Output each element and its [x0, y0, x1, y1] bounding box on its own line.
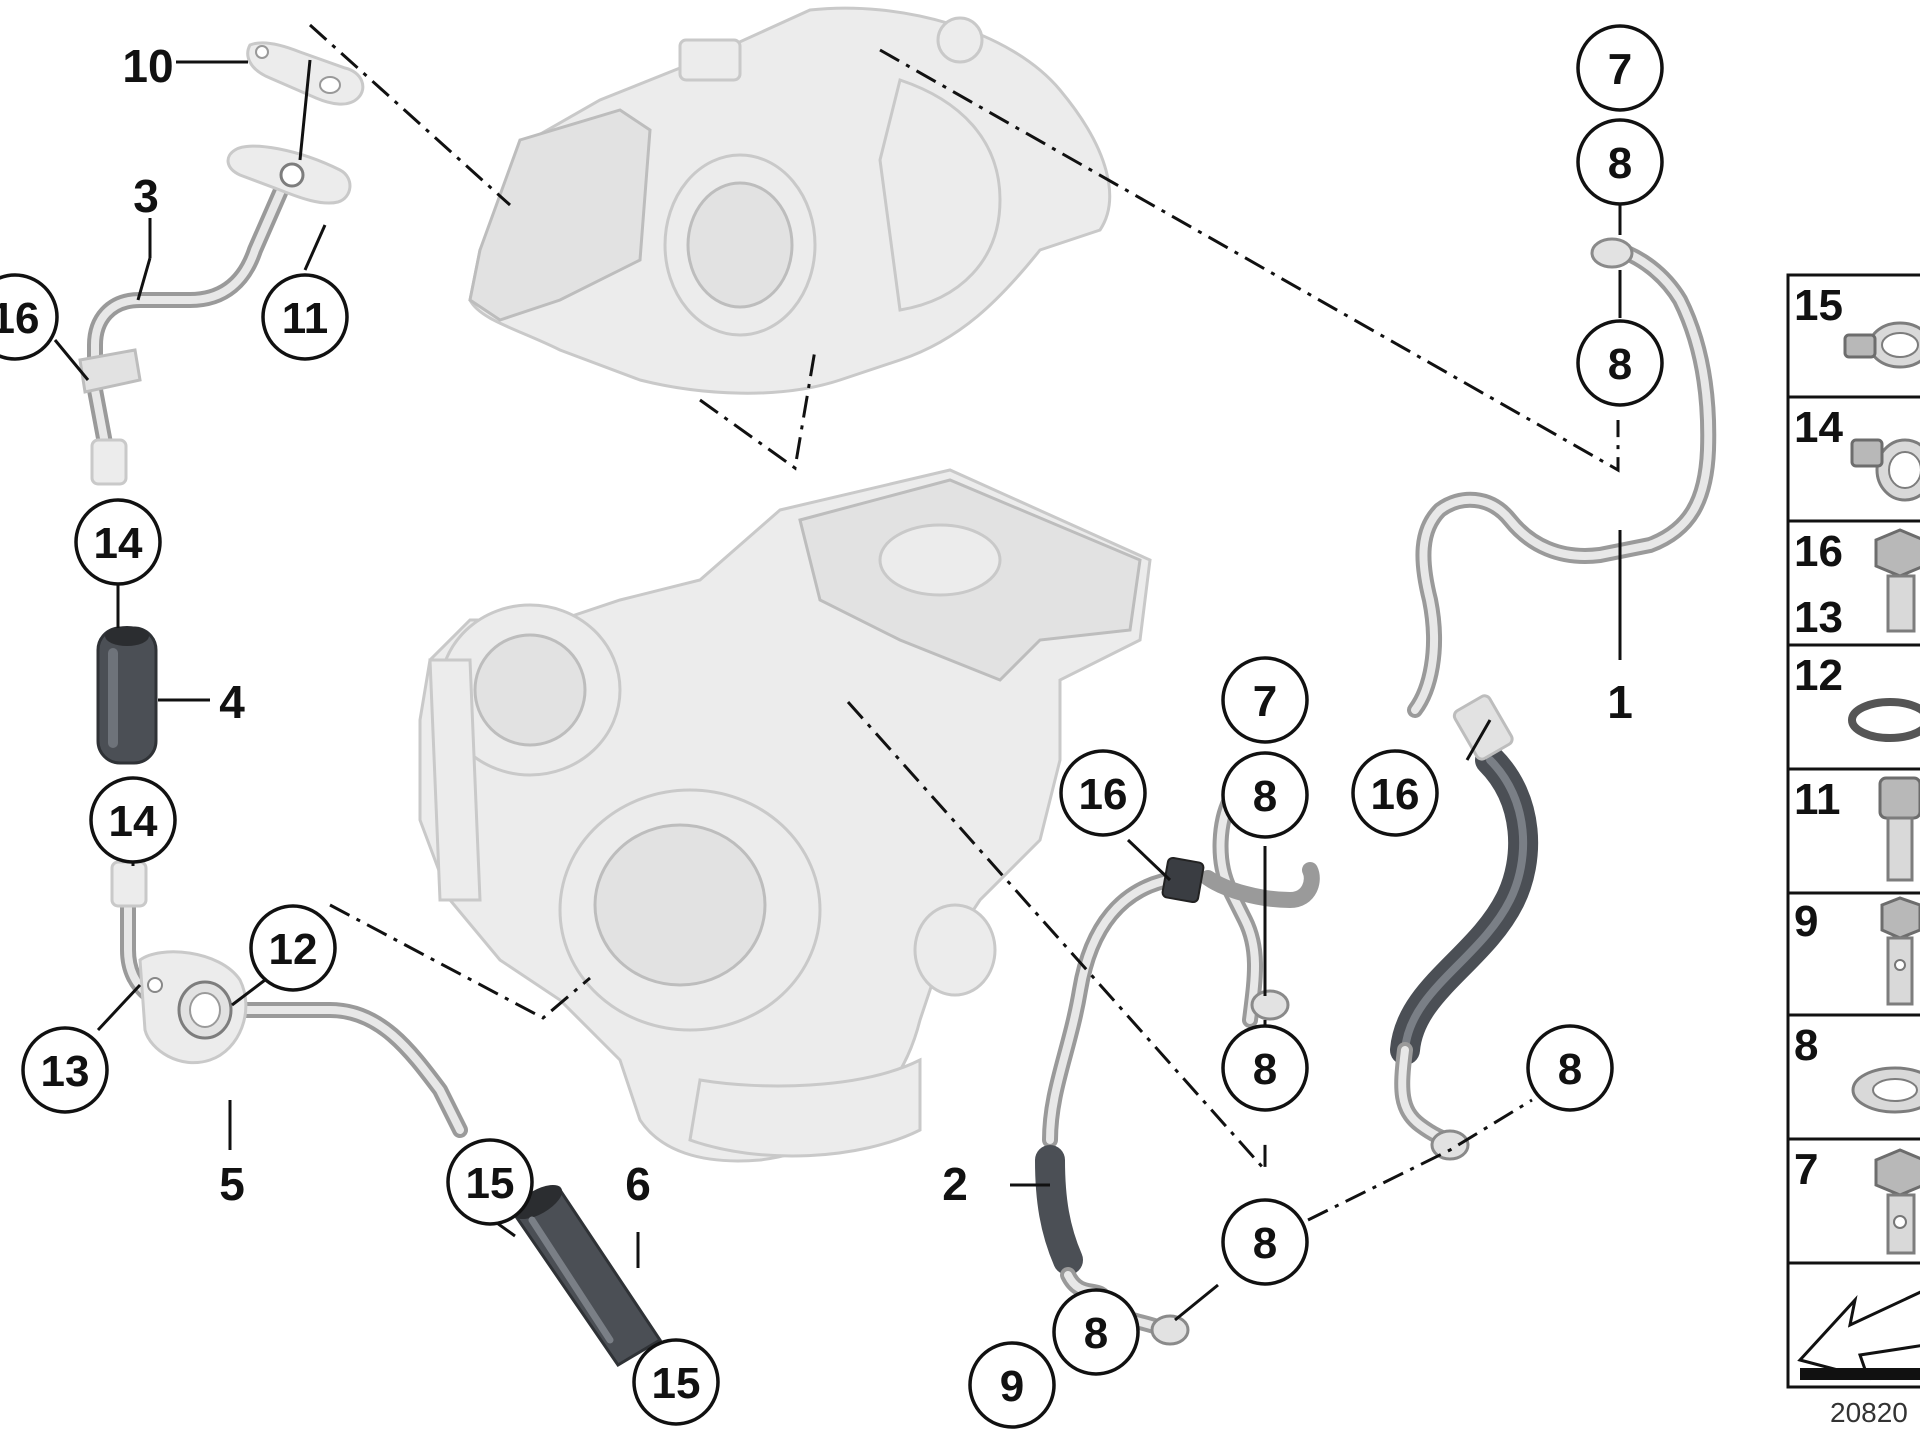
- panel-item-sealing-ring-8: 8: [1794, 1021, 1920, 1114]
- label-1: 1: [1607, 676, 1633, 728]
- callout-8c: 8: [1221, 751, 1309, 839]
- svg-text:9: 9: [1000, 1362, 1024, 1411]
- svg-text:15: 15: [466, 1159, 515, 1208]
- svg-text:8: 8: [1253, 772, 1277, 821]
- svg-text:12: 12: [1794, 651, 1843, 700]
- callout-14b: 14: [89, 776, 177, 864]
- leader-lines: [53, 59, 1622, 1362]
- label-4: 4: [219, 676, 245, 728]
- svg-text:14: 14: [1794, 403, 1843, 452]
- callout-8b: 8: [1576, 319, 1664, 407]
- callout-7b: 7: [1221, 656, 1309, 744]
- panel-item-o-ring-12: 12: [1794, 651, 1920, 742]
- callout-7a: 7: [1576, 24, 1664, 112]
- gasket-10: [246, 41, 365, 106]
- lower-turbocharger: [418, 468, 1152, 1163]
- panel-item-socket-screw-11: 11: [1794, 775, 1920, 882]
- callout-16c: 16: [1351, 749, 1439, 837]
- hose-6: [512, 1184, 663, 1368]
- label-5: 5: [219, 1158, 245, 1210]
- label-6: 6: [625, 1158, 651, 1210]
- svg-text:8: 8: [1084, 1309, 1108, 1358]
- svg-text:11: 11: [1794, 775, 1841, 824]
- label-3: 3: [133, 170, 159, 222]
- svg-text:9: 9: [1794, 897, 1818, 946]
- callout-16a: 16: [0, 273, 59, 361]
- panel-item-banjo-bolt-9: 9: [1794, 896, 1920, 1006]
- svg-text:12: 12: [269, 925, 318, 974]
- svg-text:11: 11: [282, 294, 329, 343]
- callout-13: 13: [21, 1026, 109, 1114]
- label-2: 2: [942, 1158, 968, 1210]
- callout-12: 12: [249, 904, 337, 992]
- svg-text:13: 13: [1794, 593, 1843, 642]
- diagram-reference-number: 20820: [1830, 1397, 1908, 1428]
- svg-text:15: 15: [652, 1359, 701, 1408]
- svg-text:16: 16: [1371, 770, 1420, 819]
- callout-8a: 8: [1576, 118, 1664, 206]
- svg-text:8: 8: [1794, 1021, 1818, 1070]
- svg-text:16: 16: [1079, 770, 1128, 819]
- svg-text:8: 8: [1253, 1219, 1277, 1268]
- svg-text:8: 8: [1608, 139, 1632, 188]
- dash-leader-lines: [308, 23, 1620, 1222]
- svg-text:8: 8: [1608, 340, 1632, 389]
- callout-9: 9: [968, 1341, 1056, 1429]
- oil-line-2: [1035, 762, 1320, 1346]
- svg-text:8: 8: [1558, 1045, 1582, 1094]
- callout-11: 11: [261, 273, 349, 361]
- svg-text:16: 16: [0, 294, 39, 343]
- callout-15b: 15: [632, 1338, 720, 1426]
- callout-8d: 8: [1221, 1024, 1309, 1112]
- callout-16b: 16: [1059, 749, 1147, 837]
- svg-text:7: 7: [1608, 45, 1632, 94]
- label-10: 10: [122, 40, 173, 92]
- panel-item-hose-clamp-14: 14: [1794, 403, 1920, 502]
- callout-8g: 8: [1052, 1288, 1140, 1376]
- svg-text:14: 14: [109, 797, 158, 846]
- panel-item-hex-bolt-16-13: 16 13: [1794, 527, 1920, 642]
- panel-item-banjo-bolt-7: 7: [1794, 1145, 1920, 1255]
- svg-text:14: 14: [94, 519, 143, 568]
- svg-text:7: 7: [1794, 1145, 1818, 1194]
- svg-text:13: 13: [41, 1047, 90, 1096]
- callout-14a: 14: [74, 498, 162, 586]
- direction-arrow-icon: [1797, 1290, 1920, 1381]
- panel-item-hose-clamp-15: 15: [1794, 281, 1920, 369]
- oil-line-1: [1390, 237, 1717, 1161]
- callout-8e: 8: [1526, 1024, 1614, 1112]
- hose-4: [96, 626, 158, 765]
- oil-pipe-3: [78, 144, 352, 486]
- upper-turbocharger: [468, 6, 1112, 395]
- callout-8f: 8: [1221, 1198, 1309, 1286]
- svg-text:8: 8: [1253, 1045, 1277, 1094]
- callout-15a: 15: [446, 1138, 534, 1226]
- svg-text:7: 7: [1253, 677, 1277, 726]
- svg-text:16: 16: [1794, 527, 1843, 576]
- svg-text:15: 15: [1794, 281, 1843, 330]
- parts-panel: 15 14 16 13 12 11: [1786, 273, 1920, 1389]
- oil-pipe-5: [110, 860, 468, 1138]
